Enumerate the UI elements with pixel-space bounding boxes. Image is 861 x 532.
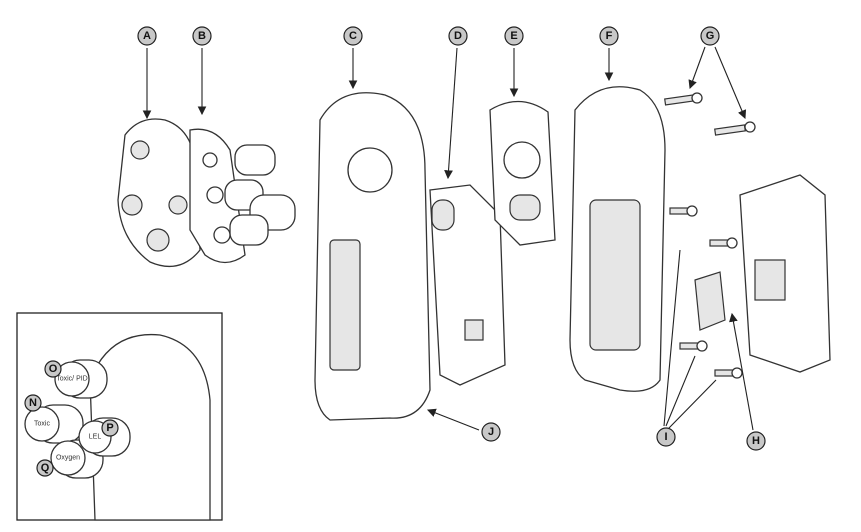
sensor-label-toxic: Toxic: [34, 421, 50, 428]
sensor-label-lel: LEL: [89, 434, 102, 441]
sensor-label-oxygen: Oxygen: [56, 455, 80, 462]
callout-h: H: [746, 431, 766, 451]
inset-sensor-detail: Toxic/ PID Toxic Oxygen LEL: [16, 312, 223, 521]
callout-p: P: [101, 419, 119, 437]
svg-text:N: N: [29, 397, 37, 409]
part-e-sensor-board: [489, 100, 556, 246]
callout-j: J: [481, 422, 501, 442]
part-h-memory-card: [694, 271, 726, 331]
callout-e: E: [504, 26, 524, 46]
part-c-front-housing: [314, 92, 431, 421]
leader-lines: [142, 46, 754, 431]
callout-c: C: [343, 26, 363, 46]
part-g-screws: [664, 92, 756, 136]
callout-d: D: [448, 26, 468, 46]
callout-n: N: [24, 394, 42, 412]
sensor-label-toxic-pid: Toxic/ PID: [56, 376, 88, 383]
callout-a: A: [137, 26, 157, 46]
svg-text:I: I: [664, 431, 667, 443]
sensors: [224, 144, 296, 246]
callout-b: B: [192, 26, 212, 46]
part-d-circuit-board: [429, 184, 506, 386]
part-i-screws: [669, 205, 743, 379]
svg-text:B: B: [198, 30, 206, 42]
callout-q: Q: [36, 459, 54, 477]
svg-text:P: P: [106, 422, 113, 434]
svg-text:A: A: [143, 30, 151, 42]
svg-text:H: H: [752, 435, 760, 447]
svg-text:E: E: [510, 30, 517, 42]
svg-text:Q: Q: [41, 462, 50, 474]
battery-pack: [739, 174, 831, 373]
svg-text:J: J: [488, 426, 494, 438]
callout-o: O: [44, 360, 62, 378]
svg-text:G: G: [706, 30, 715, 42]
part-f-rear-housing: [569, 86, 666, 392]
svg-text:D: D: [454, 30, 462, 42]
callout-g: G: [700, 26, 720, 46]
callout-i: I: [656, 427, 676, 447]
svg-text:O: O: [49, 363, 58, 375]
svg-text:F: F: [606, 30, 613, 42]
callout-f: F: [599, 26, 619, 46]
part-a-sensor-cover: [117, 118, 201, 268]
svg-text:C: C: [349, 30, 357, 42]
